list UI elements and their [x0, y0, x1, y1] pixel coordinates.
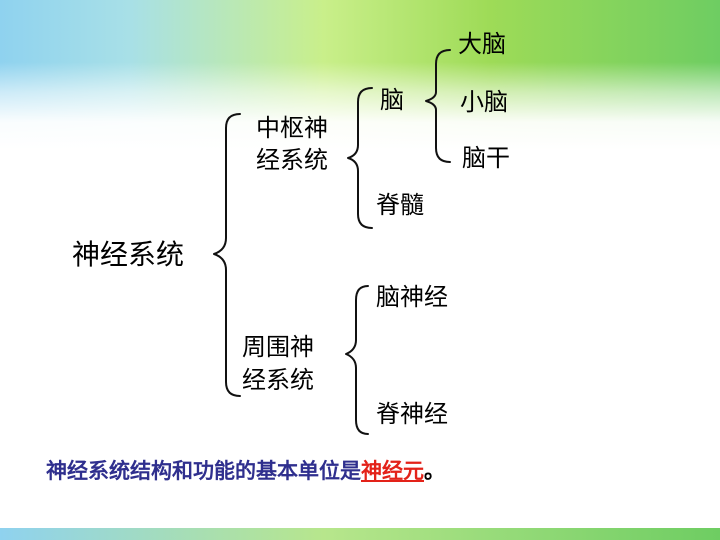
footer-note: 神经系统结构和功能的基本单位是神经元。 — [46, 455, 445, 487]
node-brain: 脑 — [380, 86, 404, 114]
branch-peripheral-line1: 周围神 — [242, 333, 314, 361]
node-cranial-nerves: 脑神经 — [376, 283, 448, 311]
branch-central-line2: 经系统 — [256, 146, 328, 174]
node-spinal-nerves: 脊神经 — [376, 400, 448, 428]
root-node-nervous-system: 神经系统 — [72, 238, 185, 271]
footer-period: 。 — [424, 459, 445, 483]
branch-peripheral-line2: 经系统 — [242, 366, 314, 394]
node-cerebrum: 大脑 — [458, 30, 506, 58]
footer-text: 神经系统结构和功能的基本单位是 — [46, 459, 361, 483]
highlight-neuron: 神经元 — [361, 459, 424, 483]
bottom-decoration-band — [0, 528, 720, 540]
brain-bracket — [425, 49, 451, 163]
central-bracket — [347, 87, 373, 229]
branch-central-line1: 中枢神 — [256, 114, 328, 142]
node-brainstem: 脑干 — [462, 144, 510, 172]
peripheral-bracket — [345, 285, 369, 435]
node-spinal-cord: 脊髓 — [376, 191, 424, 219]
node-cerebellum: 小脑 — [460, 88, 508, 116]
root-bracket — [213, 113, 241, 397]
